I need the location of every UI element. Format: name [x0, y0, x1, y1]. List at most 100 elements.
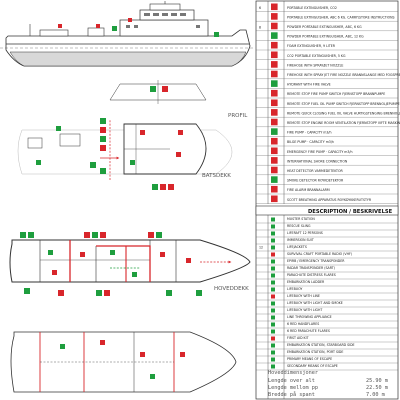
legend-bottom-item-text: LIFERAFT 12 PERSONS: [287, 231, 323, 235]
legend-top-item-text: CO2 PORTABLE EXTINGUISHER, 5 KG: [287, 54, 346, 58]
legend-top-symbol-icon: [271, 128, 278, 135]
legend-top-symbol-icon: [271, 118, 278, 126]
legend-bottom-symbol-icon: [271, 315, 275, 320]
legend-top-symbol-icon: [271, 13, 278, 20]
legend-bottom-symbol-icon: [271, 329, 275, 334]
legend-bottom-symbol-icon: [271, 308, 275, 313]
main-deck-plan: [9, 232, 251, 296]
legend-top-item-text: FIREHOSE WITH SPRAY JET FIRE NOZZLE BRAN…: [287, 73, 400, 77]
upper-deck-label: BATSDEKK: [202, 173, 231, 179]
legend-bottom-symbol-icon: [271, 245, 275, 250]
legend-bottom-item-number: 12: [259, 246, 263, 250]
dimension-value-loa: 25.90 m: [366, 378, 388, 384]
legend-top-symbol-icon: [271, 137, 278, 145]
legend-bottom-symbol-icon: [271, 252, 275, 257]
legend-bottom-item-text: LIFEJACKETS: [287, 245, 307, 249]
legend-header: DESCRIPTION / BESKRIVELSE: [308, 209, 393, 215]
legend-top-item-text: PORTABLE EXTINGUISHER, ABC 6 KG. CARRY/S…: [287, 15, 395, 19]
legend-top-item-text: HYDRANT WITH FIRE VALVE: [287, 83, 331, 87]
legend-top-symbol-icon: [271, 176, 278, 183]
profile-label: PROFIL: [228, 113, 248, 119]
legend-top-item-text: REMOTE STOP ENGINE ROOM VENTILATION FJER…: [287, 121, 400, 125]
legend-top-item-number: 8: [259, 25, 261, 29]
legend-top-item-text: INTERNATIONAL SHORE CONNECTION: [287, 159, 348, 163]
profile-view: [0, 1, 255, 67]
legend-bottom-item-text: EPIRB / EMERGENCY TRANSPONDER: [287, 259, 345, 263]
legend-bottom-symbol-icon: [271, 350, 275, 355]
dimensions-title: Hoveddimensjoner: [268, 370, 318, 376]
legend-top-item-text: SCOTT BREATHING APPARATUS ROYKDYKKERUTST…: [287, 198, 372, 202]
legend-top-symbol-icon: [271, 32, 278, 39]
legend-top-item-text: FIREHOSE WITH SPRAY/JET NOZZLE: [287, 63, 343, 67]
legend-bottom-item-text: EMBARKATION LADDER: [287, 280, 325, 284]
legend-top-symbol-icon: [271, 22, 278, 30]
legend-top-item-text: REMOTE STOP FUEL OIL PUMP SWITCH FJERNST…: [287, 102, 400, 106]
legend-bottom-symbol-icon: [271, 231, 275, 236]
dimension-value-beam: 7.00 m: [366, 392, 385, 398]
legend-bottom-symbol-icon: [271, 357, 275, 362]
legend-bottom-item-text: RADAR TRANSPONDER (SART): [287, 266, 335, 270]
front-view: [109, 80, 207, 104]
legend-bottom-item-text: SECONDARY MEANS OF ESCAPE: [287, 364, 338, 368]
legend-bottom-symbol-icon: [271, 217, 275, 222]
legend-top-item-text: EMERGENCY FIRE PUMP · CAPACITY m3/h: [287, 150, 353, 154]
legend-top-symbol-icon: [271, 70, 278, 78]
dimension-label-lpp: Lengde mellom pp: [268, 385, 318, 391]
legend-top-symbol-icon: [271, 99, 278, 107]
legend-top-symbol-icon: [271, 89, 278, 97]
legend-top-item-text: POWDER PORTABLE EXTINGUISHER, ABC, 12 KG: [287, 35, 364, 39]
legend-top-symbol-icon: [271, 61, 278, 68]
legend-bottom-symbol-icon: [271, 287, 275, 292]
legend-top-item-text: REMOTE STOP FIRE PUMP SWITCH FJERNSTOPP …: [287, 92, 385, 96]
legend-bottom-symbol-icon: [271, 259, 275, 264]
legend-bottom-item-text: LINE THROWING APPLIANCE: [287, 315, 332, 319]
upper-deck-plan: [17, 118, 233, 190]
legend-bottom-symbol-icon: [271, 322, 275, 327]
legend-top-item-text: REMOTE QUICK CLOSING FUEL OIL VALVE HURT…: [287, 111, 400, 115]
legend-bottom-symbol-icon: [271, 336, 275, 341]
legend-top-symbol-icon: [271, 51, 278, 59]
dimension-label-loa: Lengde over alt: [268, 378, 315, 384]
legend-top-symbol-icon: [271, 166, 278, 174]
legend-bottom-item-text: MUSTER STATION: [287, 217, 315, 221]
legend-top-item-text: FIRE PUMP · CAPACITY m3/h: [287, 131, 332, 135]
legend-bottom-item-text: EMBARKATION STATION, PORT SIDE: [287, 350, 343, 354]
legend-bottom-symbol-icon: [271, 273, 275, 278]
legend-top-symbol-icon: [271, 41, 278, 49]
legend-bottom-item-text: 6 RED HANDFLARES: [287, 322, 319, 326]
legend-bottom-symbol-icon: [271, 343, 275, 348]
legend-top-symbol-icon: [271, 157, 278, 164]
legend-bottom-item-text: FIRST AID KIT: [287, 336, 309, 340]
legend-top-symbol-icon: [271, 185, 278, 193]
legend-bottom-item-text: LIFEBUOY: [287, 287, 302, 291]
legend-bottom-item-text: LIFEBUOY WITH LIGHT: [287, 308, 322, 312]
legend-bottom-item-text: LIFEBUOY WITH LIGHT AND SMOKE: [287, 301, 343, 305]
legend-bottom-item-text: PARACHUTE DISTRESS FLARES: [287, 273, 336, 277]
legend-top-symbol-icon: [271, 147, 278, 155]
legend-top-symbol-icon: [271, 80, 278, 87]
legend-top-item-text: FOAM EXTINGUISHER, 9 LITER: [287, 44, 336, 48]
legend-top-symbol-icon: [271, 109, 278, 116]
legend-top-item-text: PORTABLE EXTINGUISHER, CO2: [287, 6, 337, 10]
legend-bottom-item-text: LIFEBUOY WITH LINE: [287, 294, 320, 298]
dimension-label-beam: Bredde på spant: [268, 391, 315, 398]
legend-bottom-item-text: EMBARKATION STATION, STARBOARD SIDE: [287, 343, 355, 347]
main-deck-label: HOVEDDEKK: [214, 286, 249, 292]
legend-bottom-symbol-icon: [271, 266, 275, 271]
legend-bottom-item-text: 6 RED PARACHUTE FLARES: [287, 329, 330, 333]
legend-top-symbol-icon: [271, 195, 278, 203]
legend-bottom-symbol-icon: [271, 301, 275, 306]
legend-top-item-text: SMOKE DETECTOR ROYKDETEKTOR: [287, 179, 344, 183]
legend-top-item-text: FIRE ALARM BRANNALARM: [287, 188, 330, 192]
legend-bottom-item-text: PRIMARY MEANS OF ESCAPE: [287, 357, 332, 361]
legend-top-item-number: 6: [259, 6, 261, 10]
dimension-value-lpp: 22.50 m: [366, 385, 388, 391]
legend-bottom-item-text: RESCUE SLING: [287, 224, 311, 228]
legend-bottom-item-text: IMMERSION SUIT: [287, 238, 314, 242]
legend-top-item-text: BILGE PUMP · CAPACITY m3/h: [287, 140, 334, 144]
legend-top-item-text: POWDER PORTABLE EXTINGUISHER, ABC, 6 KG: [287, 25, 362, 29]
legend-bottom-symbol-icon: [271, 280, 275, 285]
legend-top-item-text: HEAT DETECTOR VARMEDETEKTOR: [287, 169, 344, 173]
